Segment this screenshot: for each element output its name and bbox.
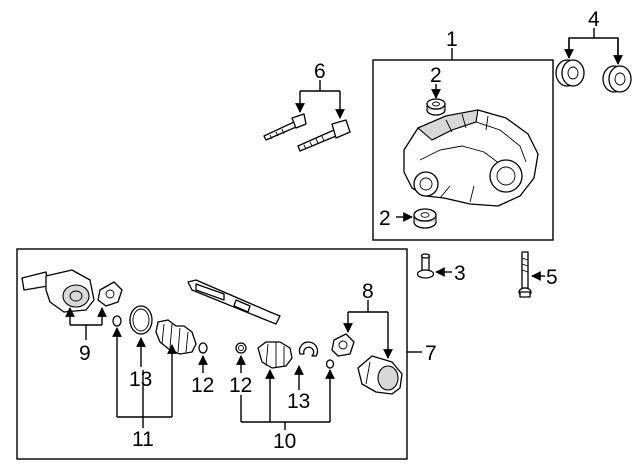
bushing-right[interactable] [602,65,632,93]
differential-carrier[interactable] [403,109,539,207]
clamp-12-left[interactable] [198,342,208,354]
bolt-3[interactable] [416,253,435,279]
clamp-12-right[interactable] [235,342,247,354]
callout-5: 5 [546,266,558,289]
outer-boot[interactable] [155,319,197,355]
callout-2-lower: 2 [379,207,391,230]
callout-4: 4 [588,8,600,31]
callout-9: 9 [79,342,91,365]
callout-6: 6 [314,60,326,83]
inner-race-8[interactable] [331,333,355,357]
mounting-bolt-left[interactable] [263,113,307,141]
callout-13-left: 13 [129,368,152,391]
inner-cv-housing[interactable] [357,355,403,395]
callout-13-right: 13 [287,390,310,413]
callout-11: 11 [132,428,154,451]
differential-group-box [372,59,554,241]
mount-bushing-lower[interactable] [413,208,437,229]
axle-shaft[interactable] [187,279,281,325]
callout-8: 8 [362,280,374,303]
callout-7: 7 [425,342,437,365]
bushing-left[interactable] [555,59,585,87]
callout-12-right: 12 [229,374,252,397]
callout-12-left: 12 [191,374,214,397]
axle-shaft-group-box [16,248,408,460]
callout-2-upper: 2 [430,64,442,87]
mounting-bolt-right[interactable] [297,119,351,152]
callout-10: 10 [273,430,296,453]
inner-race-9[interactable] [97,281,123,307]
clamp-13-right[interactable] [298,341,319,357]
inner-boot[interactable] [257,341,293,369]
snap-ring-11[interactable] [112,315,122,327]
callout-1: 1 [446,28,458,51]
bolt-5[interactable] [518,251,532,298]
clamp-13-left[interactable] [129,305,153,335]
callout-3: 3 [454,262,466,285]
snap-ring-10[interactable] [325,359,335,369]
mount-bushing-upper[interactable] [426,98,446,116]
outer-cv-joint[interactable] [21,269,95,313]
